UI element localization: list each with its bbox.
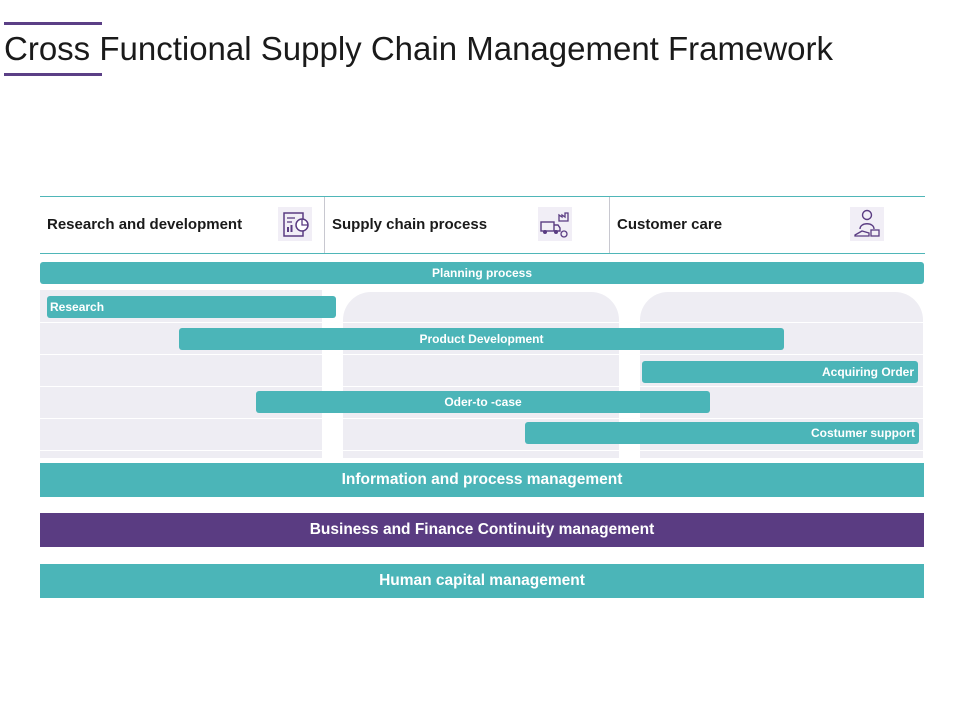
research-bar: Research [47,296,336,318]
lane-separator [40,322,924,323]
planning-process-bar: Planning process [40,262,924,284]
analytics-document-icon [278,207,312,241]
acquiring-order-bar: Acquiring Order [642,361,918,383]
column-header-label: Customer care [617,216,723,233]
column-header-label: Supply chain process [332,216,488,233]
lane-background-research [40,290,322,458]
lane-separator [40,450,924,451]
column-header-customer-care: Customer care [610,197,925,253]
information-process-management-band: Information and process management [40,463,924,497]
lane-separator [40,354,924,355]
product-development-bar: Product Development [179,328,784,350]
human-capital-management-band: Human capital management [40,564,924,598]
title-accent-bottom [4,73,102,76]
lane-separator [40,418,924,419]
column-divider [324,197,325,253]
customer-support-person-icon [850,207,884,241]
title-accent-top [4,22,102,25]
delivery-truck-factory-icon [538,207,572,241]
column-header-research: Research and development [40,197,324,253]
customer-support-bar: Costumer support [525,422,919,444]
business-finance-continuity-band: Business and Finance Continuity manageme… [40,513,924,547]
page-title: Cross Functional Supply Chain Management… [4,30,834,67]
column-header-row: Research and development Supply chain pr… [40,196,925,254]
column-header-supply-chain: Supply chain process [325,197,609,253]
column-header-label: Research and development [47,216,243,233]
order-to-case-bar: Oder-to -case [256,391,710,413]
lane-separator [40,386,924,387]
column-divider [609,197,610,253]
